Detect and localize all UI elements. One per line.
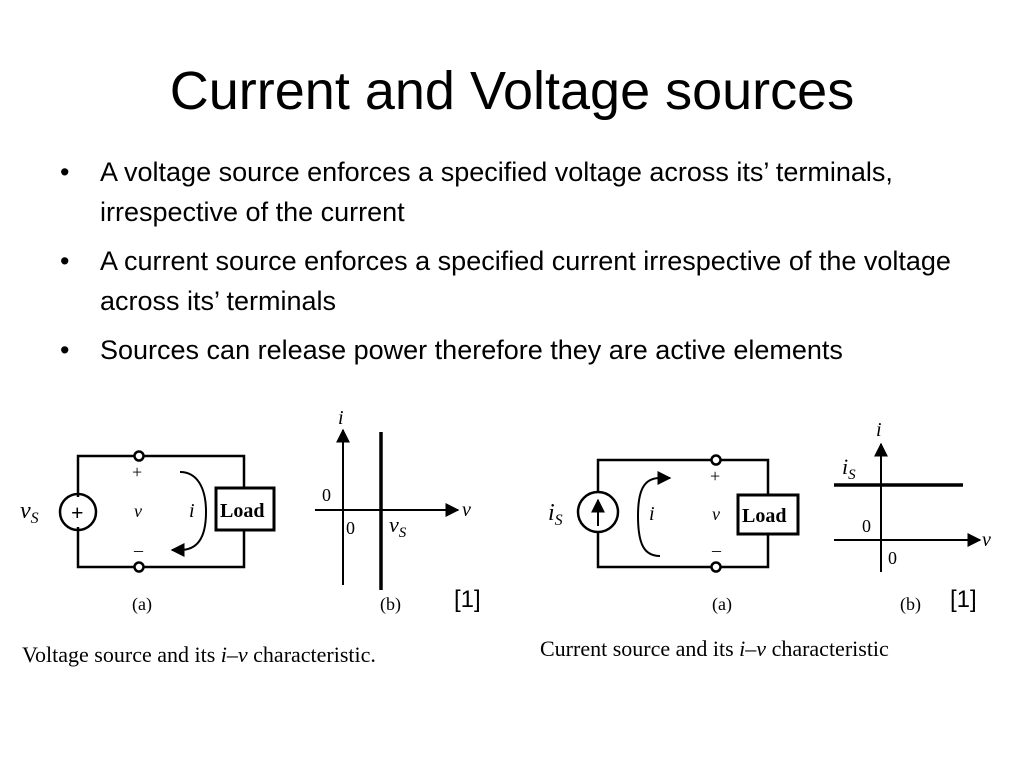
voltage-label: v xyxy=(134,501,142,521)
graph-v-axis-label: v xyxy=(982,529,991,551)
current-circuit xyxy=(576,454,800,573)
source-plus-sign: + xyxy=(71,500,84,525)
voltage-label: v xyxy=(712,504,720,524)
reference-marker: [1] xyxy=(950,586,977,613)
graph-zero-y: 0 xyxy=(322,485,331,505)
graph-zero-y: 0 xyxy=(862,516,871,536)
load-box xyxy=(214,486,276,532)
load-box xyxy=(736,493,800,536)
terminal-minus: – xyxy=(711,540,722,560)
terminal-plus: + xyxy=(710,466,720,486)
subfigure-a-label: (a) xyxy=(712,594,732,615)
subfigure-b-label: (b) xyxy=(380,594,401,615)
load-label: Load xyxy=(742,505,786,527)
current-label: i xyxy=(649,503,655,525)
voltage-source-figure: + vS + – v i Load (a) i v 0 0 vS (b) [1]… xyxy=(20,407,481,667)
source-label: iS xyxy=(548,500,563,529)
current-source-symbol xyxy=(576,490,620,534)
bullet-item: A voltage source enforces a specified vo… xyxy=(58,152,978,232)
graph-i-axis-label: i xyxy=(338,407,344,429)
graph-zero-x: 0 xyxy=(346,518,355,538)
graph-vs-label: vS xyxy=(389,512,407,541)
load-label: Load xyxy=(220,500,264,522)
reference-marker: [1] xyxy=(454,586,481,613)
voltage-circuit xyxy=(58,450,276,573)
graph-zero-x: 0 xyxy=(888,548,897,568)
figure-caption: Current source and its i–v characteristi… xyxy=(540,636,889,661)
bullet-list: A voltage source enforces a specified vo… xyxy=(58,152,978,379)
subfigure-a-label: (a) xyxy=(132,594,152,615)
graph-i-axis-label: i xyxy=(876,419,882,441)
current-source-figure: iS + – v i Load (a) i v iS 0 0 (b) [1] C… xyxy=(540,419,991,661)
voltage-source-symbol xyxy=(58,492,98,532)
current-label: i xyxy=(189,500,195,522)
bullet-item: Sources can release power therefore they… xyxy=(58,330,978,370)
graph-is-label: iS xyxy=(842,454,856,483)
terminal-minus: – xyxy=(133,540,144,560)
subfigure-b-label: (b) xyxy=(900,594,921,615)
voltage-iv-graph xyxy=(315,428,460,590)
terminal-plus: + xyxy=(132,462,142,482)
bullet-item: A current source enforces a specified cu… xyxy=(58,241,978,321)
slide-title: Current and Voltage sources xyxy=(169,61,855,121)
figure-caption: Voltage source and its i–v characteristi… xyxy=(22,642,376,667)
graph-v-axis-label: v xyxy=(462,499,471,521)
current-iv-graph xyxy=(834,442,982,572)
source-label: vS xyxy=(20,498,39,527)
